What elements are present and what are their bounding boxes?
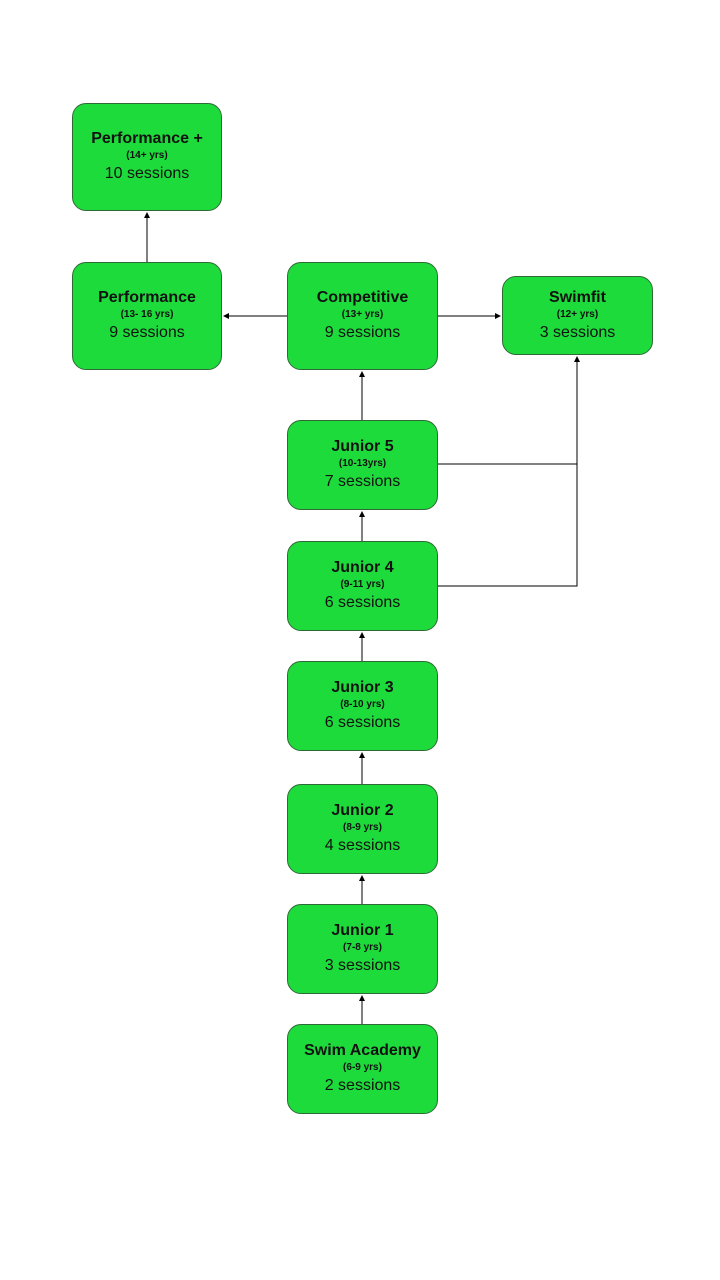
node-performance: Performance (13- 16 yrs) 9 sessions <box>72 262 222 370</box>
node-title: Competitive <box>316 289 409 306</box>
edge-junior4-to-swimfit <box>438 464 578 587</box>
node-competitive: Competitive (13+ yrs) 9 sessions <box>287 262 438 370</box>
node-age-range: (8-10 yrs) <box>340 699 385 710</box>
node-title: Swim Academy <box>304 1042 421 1059</box>
node-junior-3: Junior 3 (8-10 yrs) 6 sessions <box>287 661 438 751</box>
node-sessions: 4 sessions <box>324 837 401 854</box>
node-sessions: 3 sessions <box>539 323 616 341</box>
node-age-range: (14+ yrs) <box>126 150 168 161</box>
node-swimfit: Swimfit (12+ yrs) 3 sessions <box>502 276 653 355</box>
node-title: Performance + <box>91 130 203 147</box>
node-title: Junior 1 <box>331 922 394 939</box>
node-sessions: 9 sessions <box>324 324 401 341</box>
node-age-range: (8-9 yrs) <box>343 822 382 833</box>
node-sessions: 7 sessions <box>324 473 401 490</box>
node-age-range: (7-8 yrs) <box>343 942 382 953</box>
node-title: Swimfit <box>549 288 606 306</box>
node-title: Junior 5 <box>331 438 394 455</box>
node-age-range: (13+ yrs) <box>341 309 384 320</box>
node-title: Junior 2 <box>331 802 394 819</box>
node-sessions: 9 sessions <box>109 324 185 341</box>
node-sessions: 6 sessions <box>324 594 401 611</box>
node-sessions: 10 sessions <box>104 165 190 182</box>
node-age-range: (12+ yrs) <box>556 308 599 320</box>
node-age-range: (10-13yrs) <box>338 458 387 469</box>
node-junior-5: Junior 5 (10-13yrs) 7 sessions <box>287 420 438 510</box>
node-sessions: 3 sessions <box>324 957 401 974</box>
node-junior-1: Junior 1 (7-8 yrs) 3 sessions <box>287 904 438 994</box>
node-junior-4: Junior 4 (9-11 yrs) 6 sessions <box>287 541 438 631</box>
node-junior-2: Junior 2 (8-9 yrs) 4 sessions <box>287 784 438 874</box>
node-age-range: (9-11 yrs) <box>340 579 385 590</box>
node-swim-academy: Swim Academy (6-9 yrs) 2 sessions <box>287 1024 438 1114</box>
node-age-range: (13- 16 yrs) <box>120 309 174 320</box>
node-sessions: 2 sessions <box>324 1077 401 1094</box>
node-title: Junior 3 <box>331 679 394 696</box>
node-performance-plus: Performance + (14+ yrs) 10 sessions <box>72 103 222 211</box>
edge-junior5-to-swimfit <box>438 356 580 465</box>
node-title: Performance <box>98 289 196 306</box>
node-sessions: 6 sessions <box>324 714 401 731</box>
node-age-range: (6-9 yrs) <box>343 1062 382 1073</box>
node-title: Junior 4 <box>331 559 394 576</box>
